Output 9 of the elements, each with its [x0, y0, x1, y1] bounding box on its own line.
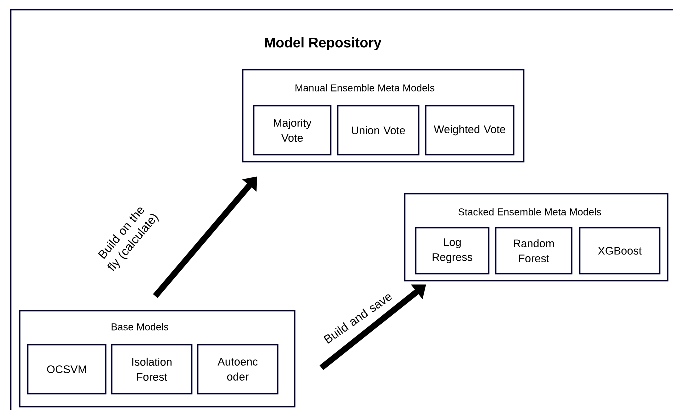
model-box: XGBoost [579, 227, 661, 275]
model-box: Log Regress [415, 227, 490, 275]
model-box: Isolation Forest [111, 344, 193, 395]
model-box: OCSVM [27, 344, 107, 395]
model-box: Union Vote [337, 105, 420, 156]
model-box: Majority Vote [253, 105, 332, 156]
model-box: Random Forest [495, 227, 573, 275]
model-box: Autoenc oder [197, 344, 279, 395]
model-box: Weighted Vote [425, 105, 515, 156]
